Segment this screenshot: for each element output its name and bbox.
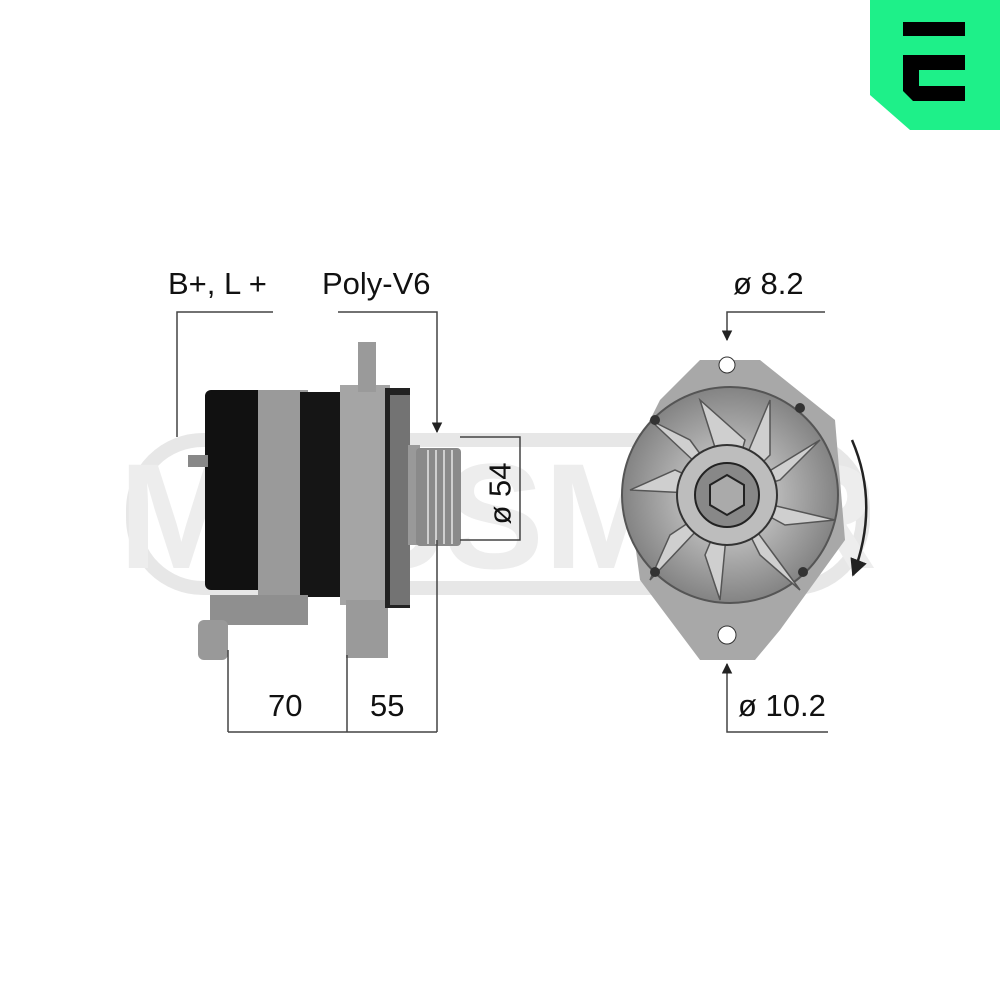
dim-front-depth: 55 [370, 688, 405, 723]
alternator-side-view [188, 342, 461, 660]
brand-logo [870, 0, 1000, 130]
dimension-lines [176, 311, 868, 733]
dim-mount-depth: 70 [268, 688, 303, 723]
top-hole-diameter: ø 8.2 [733, 266, 804, 301]
pulley [416, 448, 461, 546]
connector-label: B+, L + [168, 266, 267, 301]
rotation-arrow-icon [850, 439, 868, 577]
pulley-label: Poly-V6 [322, 266, 431, 301]
bottom-hole-diameter: ø 10.2 [738, 688, 826, 723]
pulley-diameter: ø 54 [482, 462, 518, 525]
alternator-front-view [621, 356, 845, 660]
